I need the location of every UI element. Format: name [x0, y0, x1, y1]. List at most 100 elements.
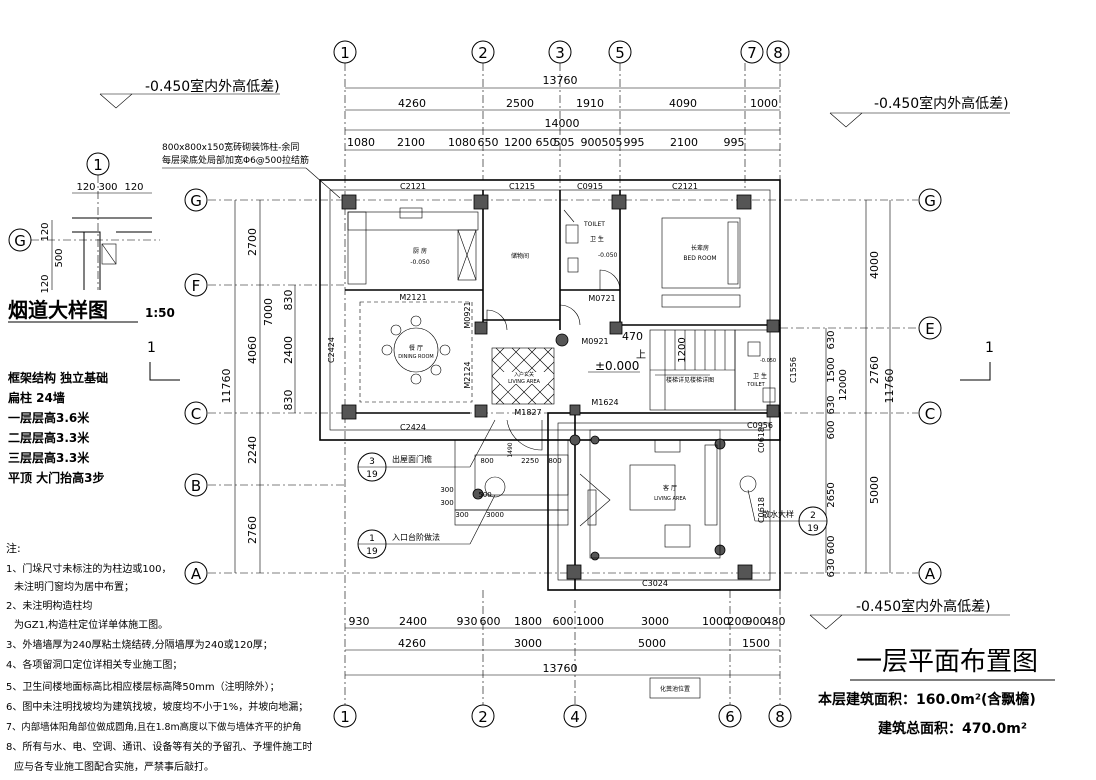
svg-text:F: F: [192, 277, 201, 295]
svg-text:±0.000: ±0.000: [595, 359, 639, 373]
svg-text:505: 505: [554, 136, 575, 149]
elevation-marker-bottom-right: -0.450室内外高低差): [809, 598, 1010, 630]
toilet-lower: 卫 生 TOILET -0.050: [746, 341, 776, 403]
svg-text:C2424: C2424: [327, 337, 336, 363]
column-note: 800x800x150宽砖砌装饰柱-余同 每层梁底处局部加宽Φ6@500拉结筋: [162, 141, 341, 199]
axis-bubble-top-1: 1: [333, 40, 357, 64]
svg-text:LIVING AREA: LIVING AREA: [508, 379, 540, 385]
svg-text:扁柱 24墙: 扁柱 24墙: [8, 390, 65, 405]
svg-text:930: 930: [457, 615, 478, 628]
svg-text:C: C: [925, 405, 935, 423]
window-labels: C2121 C1215 C0915 C2121 C2424 C2424 C302…: [327, 182, 798, 588]
septic-tank: 化粪池位置: [649, 677, 701, 699]
svg-text:1000: 1000: [750, 97, 778, 110]
svg-text:C0618: C0618: [757, 497, 766, 523]
svg-text:M2124: M2124: [463, 361, 472, 388]
svg-text:3: 3: [369, 457, 375, 467]
svg-text:应与各专业施工图配合实施，严禁事后敲打。: 应与各专业施工图配合实施，严禁事后敲打。: [14, 760, 214, 773]
svg-text:4、各项留洞口定位详相关专业施工图；: 4、各项留洞口定位详相关专业施工图；: [6, 658, 182, 671]
svg-text:C0956: C0956: [747, 421, 773, 430]
svg-text:12000: 12000: [838, 369, 849, 401]
svg-text:600: 600: [826, 420, 837, 439]
svg-text:B: B: [191, 477, 201, 495]
svg-text:120: 120: [124, 182, 143, 193]
svg-text:餐 厅: 餐 厅: [409, 344, 423, 352]
axis-bubble-left-A: A: [184, 561, 208, 585]
svg-text:7: 7: [747, 44, 757, 62]
svg-text:630: 630: [826, 330, 837, 349]
svg-text:650: 650: [536, 136, 557, 149]
svg-text:入户玄关: 入户玄关: [514, 371, 534, 378]
svg-text:3000: 3000: [486, 511, 504, 519]
structure-info: 框架结构 独立基础 扁柱 24墙 一层层高3.6米 二层层高3.3米 三层层高3…: [8, 370, 108, 485]
axis-bubble-right-E: E: [918, 316, 942, 340]
svg-text:平顶 大门抬高3步: 平顶 大门抬高3步: [8, 470, 105, 485]
svg-text:2240: 2240: [246, 436, 259, 464]
svg-text:1: 1: [985, 340, 994, 356]
svg-text:600: 600: [480, 615, 501, 628]
svg-text:2100: 2100: [397, 136, 425, 149]
svg-text:2400: 2400: [399, 615, 427, 628]
svg-text:19: 19: [366, 547, 378, 557]
svg-text:1500: 1500: [826, 357, 837, 382]
svg-text:3000: 3000: [514, 637, 542, 650]
svg-text:4260: 4260: [398, 97, 426, 110]
bottom-dimensions: 930 2400 930 600 1800 600 1000 3000 1000…: [345, 615, 786, 676]
svg-text:2500: 2500: [506, 97, 534, 110]
svg-text:-0.450室内外高低差): -0.450室内外高低差): [145, 78, 280, 95]
axis-bubble-bottom-6: 6: [718, 704, 742, 728]
svg-text:120: 120: [76, 182, 95, 193]
svg-text:C2424: C2424: [400, 423, 426, 432]
svg-text:烟道大样图: 烟道大样图: [8, 298, 108, 322]
callout-entrance-steps: 1 19 入口台阶做法: [357, 476, 506, 559]
svg-text:7000: 7000: [262, 298, 275, 326]
svg-text:每层梁底处局部加宽Φ6@500拉结筋: 每层梁底处局部加宽Φ6@500拉结筋: [162, 154, 309, 166]
svg-text:C0915: C0915: [577, 182, 603, 191]
svg-text:300: 300: [98, 182, 117, 193]
svg-text:2、未注明构造柱均: 2、未注明构造柱均: [6, 599, 92, 612]
axis-bubble-bottom-2: 2: [471, 704, 495, 728]
svg-text:C3024: C3024: [642, 579, 668, 588]
svg-text:2: 2: [478, 708, 488, 726]
svg-text:一层平面布置图: 一层平面布置图: [856, 647, 1038, 677]
svg-text:7、内部墙体阳角部位做成圆角,且在1.8m高度以下做与墙体齐: 7、内部墙体阳角部位做成圆角,且在1.8m高度以下做与墙体齐平的护角: [6, 721, 302, 733]
axis-bubbles-left: G F C B A: [184, 188, 208, 585]
svg-text:13760: 13760: [543, 74, 578, 87]
svg-text:5000: 5000: [868, 476, 881, 504]
svg-text:厨 房: 厨 房: [413, 247, 427, 255]
svg-text:二层层高3.3米: 二层层高3.3米: [8, 430, 90, 445]
svg-text:800: 800: [548, 457, 561, 465]
svg-text:M1827: M1827: [514, 408, 541, 417]
axis-bubble-bottom-4: 4: [563, 704, 587, 728]
svg-text:为GZ1,构造柱定位详单体施工图。: 为GZ1,构造柱定位详单体施工图。: [14, 618, 168, 631]
svg-text:2400: 2400: [282, 336, 295, 364]
axis-bubble-top-3: 3: [548, 40, 572, 64]
svg-text:11760: 11760: [883, 369, 896, 404]
svg-text:长辈房: 长辈房: [691, 244, 709, 252]
axis-bubble-left-B: B: [184, 473, 208, 497]
svg-text:2760: 2760: [868, 356, 881, 384]
svg-text:C0618: C0618: [757, 427, 766, 453]
svg-text:2700: 2700: [246, 228, 259, 256]
axis-bubble-bottom-8: 8: [768, 704, 792, 728]
axis-bubble-bottom-1: 1: [333, 704, 357, 728]
axis-bubble-left-C: C: [184, 401, 208, 425]
svg-text:建筑总面积：470.0m²: 建筑总面积：470.0m²: [878, 720, 1027, 737]
svg-text:5000: 5000: [638, 637, 666, 650]
axis-bubbles-top: 1 2 3 5 7 8: [333, 40, 790, 64]
stair: 楼梯详见楼梯详图 上: [636, 330, 726, 410]
svg-text:本层建筑面积：160.0m²(含飘檐): 本层建筑面积：160.0m²(含飘檐): [818, 691, 1036, 708]
svg-text:G: G: [924, 192, 936, 210]
callout-apron: 2 19 散水大样: [739, 475, 828, 536]
svg-text:5、卫生间楼地面标高比相应楼层标高降50mm（注明除外）；: 5、卫生间楼地面标高比相应楼层标高降50mm（注明除外）；: [6, 680, 280, 693]
general-notes: 注: 1、门垛尺寸未标注的为柱边或100， 未注明门窗均为居中布置； 2、未注明…: [6, 541, 312, 773]
svg-text:C2121: C2121: [400, 182, 426, 191]
svg-text:1: 1: [147, 340, 156, 356]
svg-text:1: 1: [369, 534, 375, 544]
svg-text:5: 5: [615, 44, 625, 62]
svg-text:830: 830: [282, 290, 295, 311]
axis-bubbles-right: G E C A: [918, 188, 942, 585]
svg-text:E: E: [925, 320, 934, 338]
svg-text:-0.450室内外高低差): -0.450室内外高低差): [856, 598, 991, 615]
svg-text:储物间: 储物间: [511, 252, 529, 260]
